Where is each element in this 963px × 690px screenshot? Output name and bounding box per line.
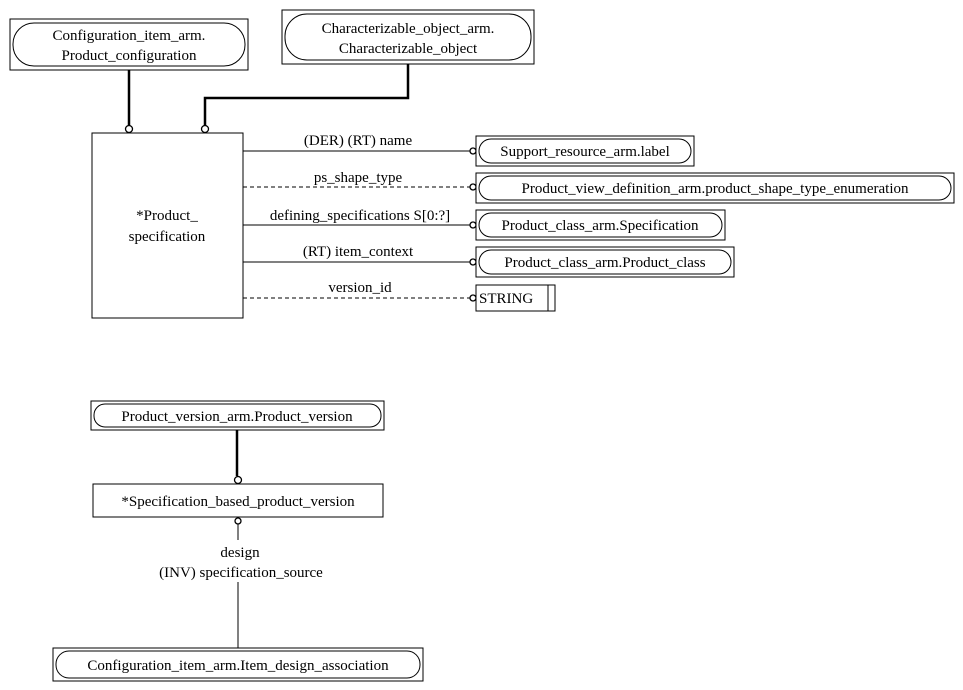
target-string-text: STRING [479,291,533,307]
target-product-class-product-class[interactable]: Product_class_arm.Product_class [475,246,735,278]
target-product-class-specification-text: Product_class_arm.Specification [501,218,699,234]
attribute-label-item-context: (RT) item_context [303,244,414,260]
target-product-class-product-class-text: Product_class_arm.Product_class [504,255,705,271]
supertype-link-characterizable-object [203,64,410,125]
attribute-circle-ps-shape-type [469,183,477,191]
entity-item-design-association-text: Configuration_item_arm.Item_design_assoc… [87,658,389,674]
target-string[interactable]: STRING [475,284,556,312]
entity-specification-based-product-version[interactable]: *Specification_based_product_version [92,483,384,518]
attribute-circle-name [469,147,477,155]
attribute-circle-version-id [469,294,477,302]
attribute-label-defining-specifications: defining_specifications S[0:?] [270,208,450,224]
entity-product-specification-line1: *Product_ [136,208,198,224]
inverse-link-label-line1: design [220,545,260,561]
supertype-link-product-configuration-circle [124,124,134,134]
target-support-resource-label-text: Support_resource_arm.label [500,144,670,160]
entity-characterizable-object-line1: Characterizable_object_arm. [322,21,495,37]
attribute-label-version-id: version_id [328,280,392,296]
entity-product-version-text: Product_version_arm.Product_version [121,409,353,425]
entity-product-specification-line2: specification [129,229,206,245]
attribute-circle-defining-specifications [469,221,477,229]
target-product-class-specification[interactable]: Product_class_arm.Specification [475,209,726,241]
entity-specification-based-product-version-text: *Specification_based_product_version [121,494,355,510]
entity-item-design-association[interactable]: Configuration_item_arm.Item_design_assoc… [52,647,424,682]
supertype-link-product-version-circle [233,475,243,485]
inverse-link-label-line2: (INV) specification_source [159,565,323,581]
entity-product-configuration-line1: Configuration_item_arm. [53,28,206,44]
attribute-label-name: (DER) (RT) name [304,133,413,149]
target-product-shape-type-enumeration-text: Product_view_definition_arm.product_shap… [522,181,909,197]
attribute-label-ps-shape-type: ps_shape_type [314,170,403,186]
entity-characterizable-object[interactable]: Characterizable_object_arm. Characteriza… [281,9,535,65]
attribute-circle-item-context [469,258,477,266]
supertype-link-characterizable-object-circle [200,124,210,134]
target-product-shape-type-enumeration[interactable]: Product_view_definition_arm.product_shap… [475,172,955,204]
inverse-link-circle [234,517,242,525]
entity-product-configuration[interactable]: Configuration_item_arm. Product_configur… [9,18,249,71]
entity-product-specification[interactable]: *Product_ specification [91,132,244,319]
entity-product-configuration-line2: Product_configuration [62,48,197,64]
entity-characterizable-object-line2: Characterizable_object [339,41,478,57]
target-support-resource-label[interactable]: Support_resource_arm.label [475,135,695,167]
entity-product-version[interactable]: Product_version_arm.Product_version [90,400,385,431]
